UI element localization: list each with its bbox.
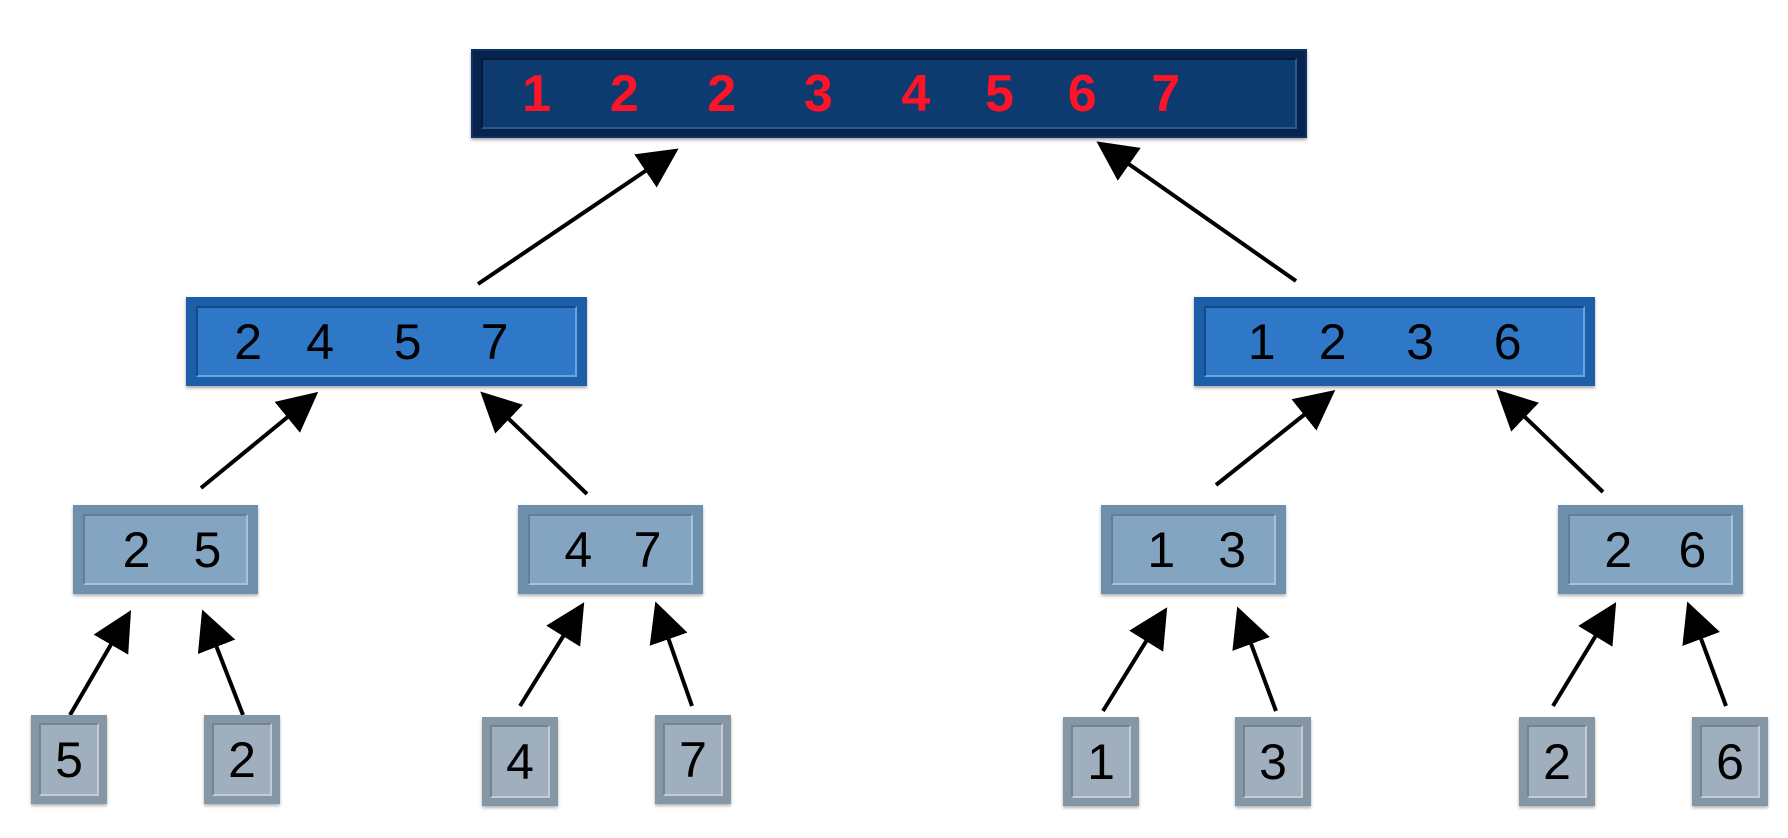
merge-arrow	[1096, 141, 1298, 283]
leaf-box: 5	[31, 715, 107, 804]
leaf-box: 3	[1235, 717, 1311, 806]
pair-value: 2	[122, 521, 151, 578]
merge-arrow	[68, 610, 132, 717]
merged-array-right: 1 2 3 6	[1194, 297, 1595, 386]
root-value: 2	[707, 64, 737, 123]
pair-value: 1	[1147, 521, 1176, 578]
merged-array-left: 2 4 5 7	[186, 297, 587, 386]
level2-value: 7	[480, 313, 509, 370]
leaf-box: 2	[204, 715, 280, 804]
merge-arrow	[649, 601, 694, 707]
leaf-value: 4	[506, 733, 534, 790]
pair-value: 7	[633, 521, 662, 578]
leaf-value: 3	[1259, 733, 1287, 790]
level2-value: 1	[1247, 313, 1276, 370]
level2-value: 4	[306, 313, 335, 370]
root-value: 5	[984, 64, 1014, 123]
leaf-box: 2	[1519, 717, 1595, 806]
root-value: 3	[803, 64, 833, 123]
level2-value: 5	[393, 313, 422, 370]
merge-arrow	[1496, 389, 1605, 494]
root-value: 7	[1151, 64, 1181, 123]
pair-value: 5	[193, 521, 222, 578]
leaf-box: 6	[1692, 717, 1768, 806]
merge-arrow	[1682, 601, 1728, 707]
merge-arrow	[1214, 390, 1336, 487]
pair-value: 3	[1218, 521, 1247, 578]
merged-array-root: 1 2 2 3 4 5 6 7	[471, 49, 1307, 138]
leaf-value: 6	[1716, 733, 1744, 790]
pair-value: 4	[564, 521, 593, 578]
pair-value: 2	[1604, 521, 1633, 578]
merge-arrow	[1232, 606, 1278, 712]
pair-box: 2 5	[73, 505, 258, 594]
pair-value: 6	[1678, 521, 1707, 578]
leaf-value: 1	[1087, 733, 1115, 790]
leaf-value: 2	[228, 731, 256, 788]
root-value: 2	[609, 64, 639, 123]
level2-value: 2	[1318, 313, 1347, 370]
root-value: 6	[1067, 64, 1097, 123]
level2-value: 3	[1406, 313, 1435, 370]
merge-arrow	[480, 391, 589, 496]
merge-arrow	[518, 602, 585, 708]
level2-value: 6	[1493, 313, 1522, 370]
leaf-value: 2	[1543, 733, 1571, 790]
leaf-box: 1	[1063, 717, 1139, 806]
leaf-value: 7	[679, 731, 707, 788]
leaf-box: 7	[655, 715, 731, 804]
pair-box: 2 6	[1558, 505, 1743, 594]
merge-arrow	[476, 148, 679, 286]
merge-arrow	[1551, 602, 1617, 708]
merge-arrow	[199, 391, 319, 490]
root-value: 4	[901, 64, 931, 123]
level2-value: 2	[234, 313, 263, 370]
leaf-box: 4	[482, 717, 558, 806]
merge-arrow	[197, 609, 245, 716]
pair-box: 1 3	[1101, 505, 1286, 594]
leaf-value: 5	[55, 731, 83, 788]
root-value: 1	[522, 64, 552, 123]
pair-box: 4 7	[518, 505, 703, 594]
merge-arrow	[1101, 607, 1168, 713]
